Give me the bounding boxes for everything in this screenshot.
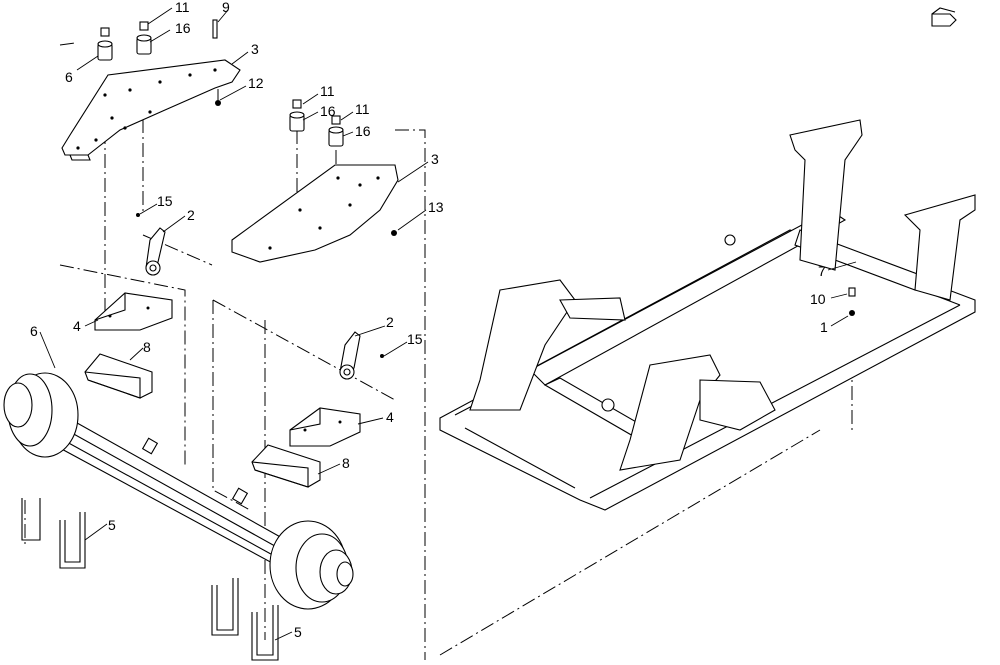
- callout-15: 15: [407, 331, 423, 347]
- callout-9: 9: [222, 0, 230, 15]
- callout-16: 16: [175, 20, 191, 36]
- callout-5: 5: [108, 517, 116, 533]
- spacer-bushings-left: [97, 19, 221, 106]
- callout-12: 12: [248, 75, 264, 91]
- cover-plate-right: [251, 444, 321, 488]
- cover-plate-left: [84, 353, 153, 399]
- pad-block-left: [94, 292, 173, 331]
- frame-hardware: [848, 287, 856, 316]
- assembly-lines: [24, 42, 853, 660]
- callout-labels: 11 9 16 3 6 12 11 16 11 16 3 13 15 2 4 6…: [30, 0, 828, 640]
- left-mounting-plate: [61, 59, 241, 161]
- right-mounting-plate: [231, 99, 399, 263]
- callout-3: 3: [251, 41, 259, 57]
- trailer-frame: [439, 119, 976, 511]
- callout-4: 4: [386, 409, 394, 425]
- callout-16: 16: [355, 123, 371, 139]
- page-corner-icon[interactable]: [931, 7, 957, 27]
- callout-6: 6: [30, 323, 38, 339]
- callout-1: 1: [820, 319, 828, 335]
- callout-2: 2: [187, 207, 195, 223]
- callout-11: 11: [355, 101, 370, 117]
- callout-2: 2: [386, 314, 394, 330]
- callout-11: 11: [320, 83, 335, 99]
- spring-shackle-left: [136, 213, 166, 276]
- axle-assembly: [3, 372, 354, 610]
- leader-lines: [39, 7, 857, 641]
- callout-5: 5: [294, 624, 302, 640]
- callout-11: 11: [175, 0, 190, 15]
- callout-16: 16: [320, 103, 336, 119]
- callout-3: 3: [431, 151, 439, 167]
- callout-10: 10: [810, 291, 826, 307]
- callout-4: 4: [73, 318, 81, 334]
- callout-6: 6: [65, 69, 73, 85]
- spring-shackle-right: [339, 331, 384, 380]
- callout-8: 8: [143, 339, 151, 355]
- callout-8: 8: [342, 455, 350, 471]
- callout-13: 13: [428, 199, 444, 215]
- pad-block-right: [289, 407, 361, 447]
- callout-7: 7: [818, 263, 826, 279]
- callout-15: 15: [157, 193, 173, 209]
